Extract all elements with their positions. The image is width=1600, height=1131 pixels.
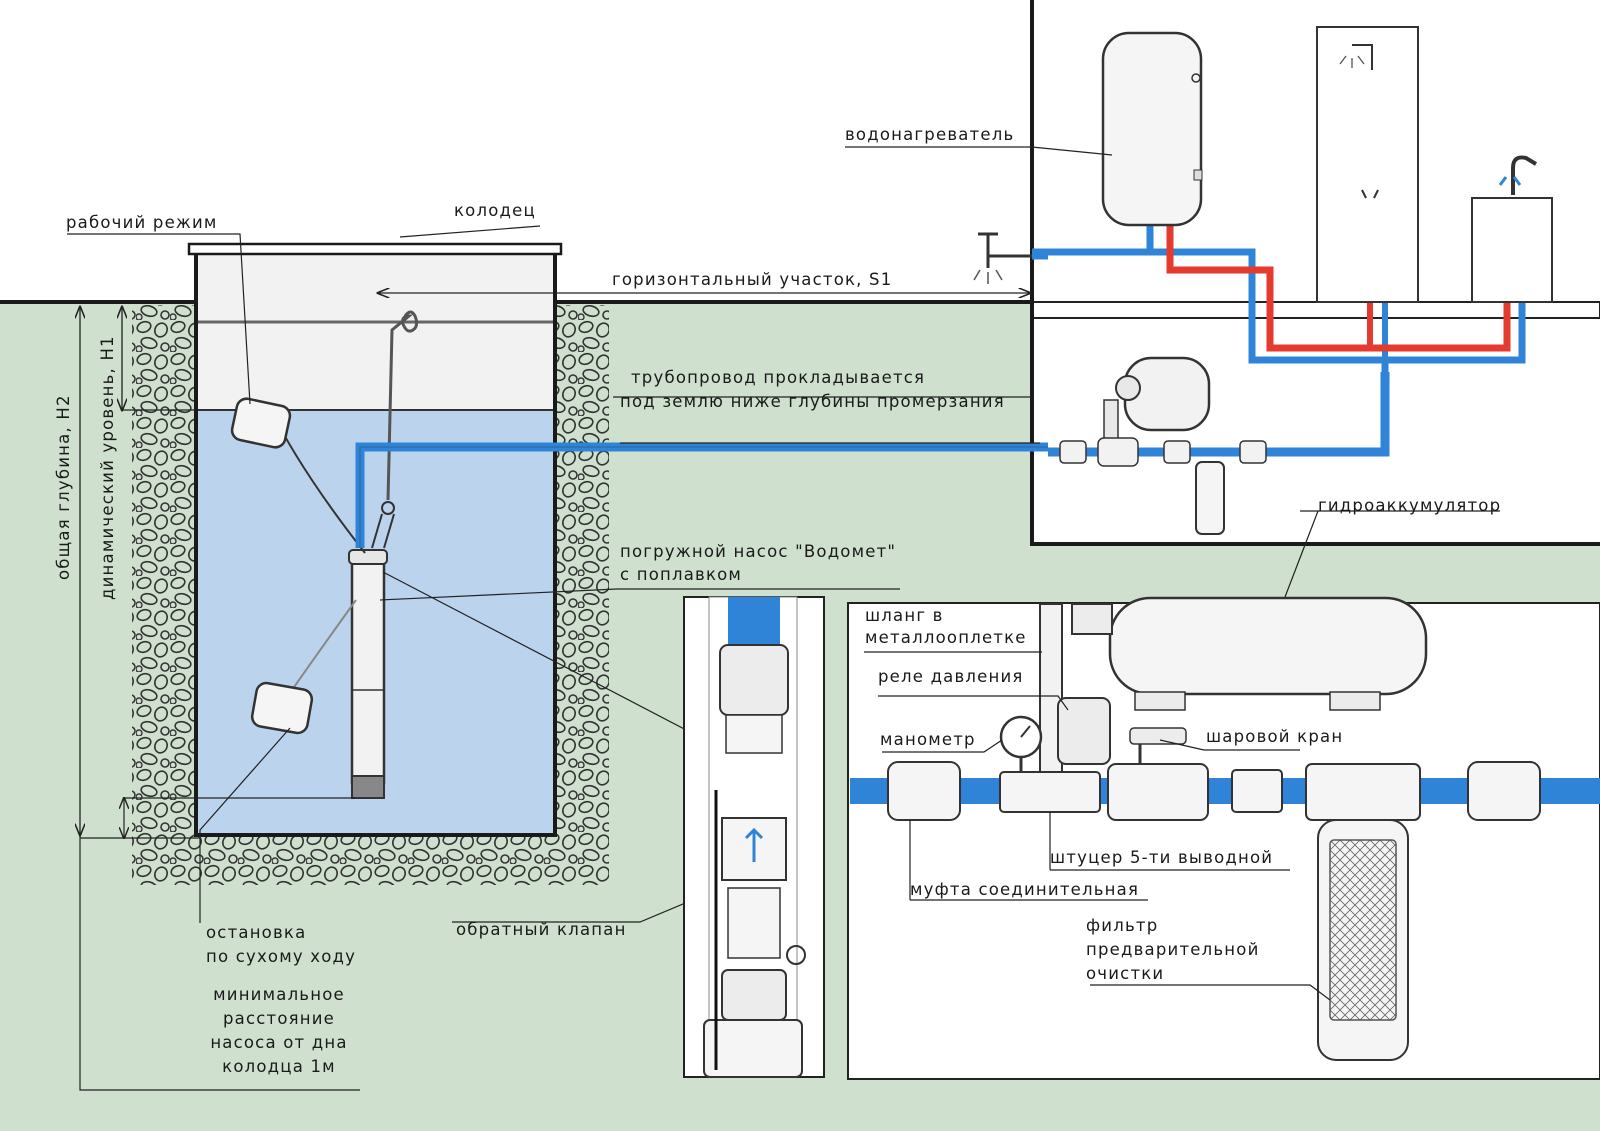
tank-foot-2 — [1329, 691, 1381, 711]
inset-coupling — [719, 644, 789, 716]
hot-pipe — [1166, 198, 1511, 352]
inset-thread-1 — [725, 714, 783, 754]
shower-stall — [1316, 26, 1419, 303]
water-heater — [1101, 31, 1203, 227]
gravel-left — [132, 305, 194, 883]
filter-label: фильтр предварительной очистки — [1086, 916, 1260, 983]
inset-pipe — [728, 597, 780, 645]
thread-adapter — [1231, 769, 1283, 813]
dry-run-stop-label: остановка по сухому ходу — [206, 923, 357, 966]
pipeline-note-line1: трубопровод прокладывается — [631, 368, 926, 387]
float-operating — [230, 397, 292, 449]
outdoor-tap — [978, 232, 1032, 268]
tank-foot-1 — [1134, 691, 1186, 711]
fitting-5way — [999, 771, 1101, 813]
sink-faucet — [1511, 155, 1538, 195]
filter-head — [1305, 763, 1421, 821]
gravel-bottom — [132, 835, 609, 885]
basement-fitting — [1097, 437, 1139, 467]
coupling-right — [1467, 761, 1541, 821]
pump-label-line2: с поплавком — [620, 565, 743, 584]
supply-pipe — [355, 442, 1048, 548]
inset-eyelet — [786, 945, 806, 965]
filter-mesh — [1329, 839, 1397, 1021]
accumulator-small-valve — [1115, 375, 1141, 401]
supply-pipe-edge — [359, 446, 1048, 548]
well-cap — [187, 242, 563, 256]
manometer-label: манометр — [880, 730, 976, 749]
min-distance-label: минимальное расстояние насоса от дна кол… — [210, 985, 348, 1076]
tap-spray — [973, 269, 1003, 284]
ball-valve-label: шаровой кран — [1206, 727, 1344, 746]
hydroaccumulator-label: гидроаккумулятор — [1318, 496, 1502, 515]
sink-handles — [1498, 176, 1522, 186]
shower-mixer — [1361, 189, 1379, 199]
rope-hook — [371, 513, 395, 549]
inset-pump-top — [721, 969, 787, 1021]
heater-thermostat — [1193, 169, 1203, 181]
pipeline-note-line2: под землю ниже глубины промерзания — [620, 392, 1005, 411]
basement-coupling-1 — [1059, 440, 1087, 464]
pump-intake — [351, 775, 385, 799]
flow-arrow-icon — [744, 827, 764, 862]
basement-filter — [1195, 461, 1225, 535]
house-floor-slab — [1031, 301, 1600, 319]
submersible-pump — [350, 552, 386, 790]
gravel-right — [555, 305, 609, 883]
rope-ring — [381, 501, 395, 515]
heater-gauge — [1191, 73, 1201, 83]
well-label: колодец — [454, 201, 536, 220]
ball-valve-body — [1107, 763, 1209, 821]
water-heater-label: водонагреватель — [845, 125, 1015, 144]
sink-cabinet — [1471, 197, 1553, 303]
float-dry-run — [250, 681, 314, 735]
hose-label-line2: металлооплетке — [865, 628, 1027, 647]
hose-label-line1: шланг в — [865, 606, 944, 625]
coupling-label: муфта соединительная — [910, 880, 1140, 899]
coupling-left — [887, 761, 961, 821]
manometer-needle — [1020, 725, 1031, 738]
basement-pipe — [1048, 372, 1390, 457]
ball-valve-handle — [1129, 727, 1187, 745]
shower-spray — [1339, 55, 1365, 68]
pump-label-line1: погружной насос "Водомет" — [620, 542, 897, 561]
hydroaccumulator-tank — [1108, 596, 1428, 696]
horizontal-section-label: горизонтальный участок, S1 — [612, 270, 893, 289]
check-valve-label: обратный клапан — [456, 920, 627, 939]
operating-mode-label: рабочий режим — [66, 213, 218, 232]
fitting-5way-label: штуцер 5-ти выводной — [1050, 848, 1274, 867]
inset-thread-2 — [727, 887, 781, 959]
pump-head — [348, 549, 388, 565]
basement-coupling-2 — [1163, 440, 1191, 464]
well-air-space — [196, 255, 555, 410]
dynamic-level-label: динамический уровень, H1 — [98, 335, 117, 600]
float-cable-lower — [291, 599, 357, 691]
pressure-relay-label: реле давления — [878, 667, 1024, 686]
basement — [1032, 318, 1600, 544]
tank-nozzle — [1071, 603, 1113, 635]
accumulator-small-relay — [1103, 399, 1119, 441]
basement-coupling-3 — [1239, 440, 1267, 464]
shower-head — [1352, 44, 1373, 70]
pressure-relay — [1057, 697, 1111, 765]
inset-leader-lines — [864, 651, 1331, 1001]
total-depth-label: общая глубина, H2 — [54, 394, 73, 580]
safety-rope — [386, 310, 419, 501]
well-walls — [194, 254, 557, 837]
inset-pump-body — [703, 1019, 803, 1078]
